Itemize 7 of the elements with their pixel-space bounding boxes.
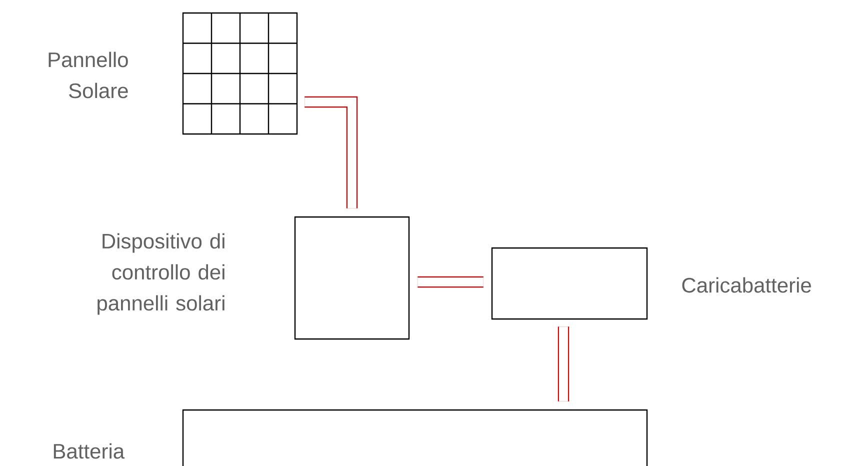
- node-label: Dispositivo di controllo dei pannelli solari: [98, 233, 224, 315]
- connector: [304, 96, 358, 208]
- connector: [418, 276, 484, 288]
- connector: [558, 326, 570, 402]
- node-label: Caricabatterie: [682, 277, 811, 293]
- node-label: Pannello Solare: [48, 52, 128, 98]
- node-label: Batteria: [54, 443, 125, 459]
